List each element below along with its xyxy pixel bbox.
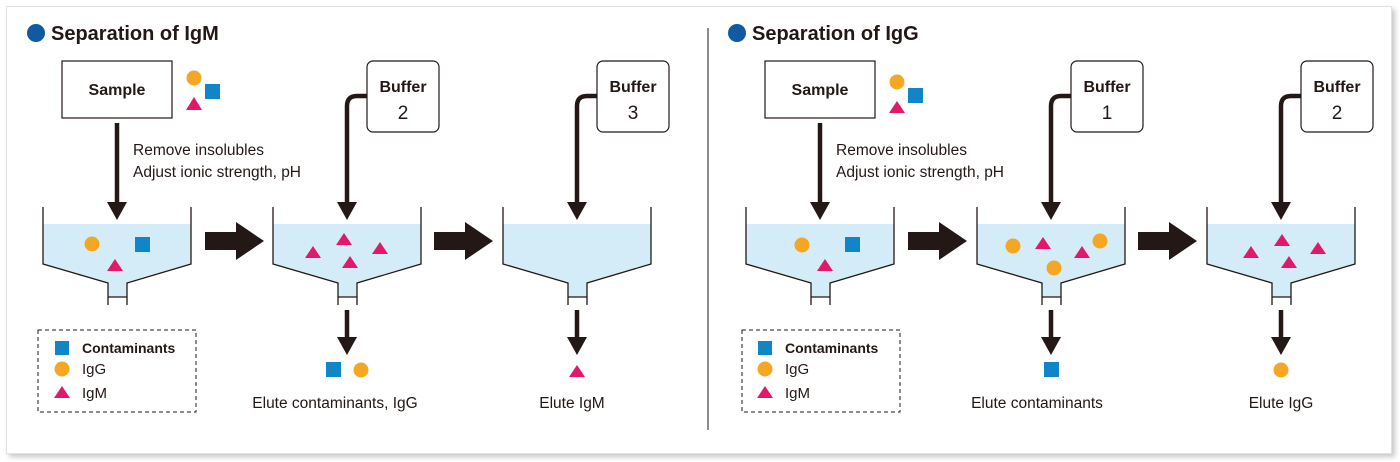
prep-text-2: Adjust ionic strength, pH [133,164,301,181]
elute-label: Elute IgG [1249,395,1314,412]
igm-icon [1310,242,1326,254]
buffer-label: Buffer [609,79,656,96]
elute-label: Elute IgM [539,395,604,412]
igm-icon [54,386,70,398]
igm-icon [817,259,833,271]
igg-icon [1273,362,1289,378]
igm-icon [1074,246,1090,258]
igm-icon [757,386,773,398]
igg-icon [54,361,70,377]
elute-label: Elute contaminants, IgG [252,395,417,412]
contaminant-icon [908,88,923,103]
igm-icon [305,246,321,258]
buffer-number: 3 [628,103,639,124]
igm-icon [372,242,388,254]
igg-icon [1092,233,1108,249]
column [502,207,652,305]
column [42,207,192,305]
arrow-head [1271,337,1291,355]
igm-icon [889,101,905,113]
sample-label: Sample [792,82,849,99]
buffer-number: 2 [1332,103,1343,124]
contaminant-icon [1044,362,1059,377]
legend: Contaminants IgG IgM [37,329,197,413]
panel-title: Separation of IgG [752,23,919,45]
contaminant-icon [758,341,772,355]
step-arrow [205,222,264,260]
igg-icon [1046,260,1062,276]
column [976,207,1126,305]
legend: Contaminants IgG IgM [741,329,901,413]
igm-icon [1281,256,1297,268]
legend-igg: IgG [82,361,106,378]
arrow-head [1271,202,1291,220]
sample-box [61,60,173,119]
sample-box [764,60,876,119]
igm-icon [342,256,358,268]
arrow-head [107,202,127,220]
igm-icon [1274,234,1290,246]
panel-title: Separation of IgM [51,23,219,45]
buffer-arrow-line [344,93,367,204]
buffer-arrow-line [1278,93,1301,204]
buffer-number: 1 [1102,103,1113,124]
step-arrow [1138,222,1197,260]
prep-text-1: Remove insolubles [133,142,264,159]
column [745,207,895,305]
prep-text-2: Adjust ionic strength, pH [836,164,1004,181]
igm-icon [336,233,352,245]
step-arrow [434,222,493,260]
igg-icon [757,361,773,377]
igg-icon [1005,238,1021,254]
buffer-label: Buffer [1083,79,1130,96]
igm-icon [1035,237,1051,249]
buffer-label: Buffer [1313,79,1360,96]
arrow-head [337,337,357,355]
legend-contaminants: Contaminants [785,340,879,356]
igg-icon [353,362,369,378]
prep-text-1: Remove insolubles [836,142,967,159]
igm-icon [107,259,123,271]
contaminant-icon [135,237,150,252]
column [1206,207,1356,305]
panel-igg: Separation of IgG Sample Remove insolubl… [728,23,1374,413]
arrow-head [810,202,830,220]
buffer-arrow-line [574,93,597,204]
contaminant-icon [55,341,69,355]
step-arrow [908,222,967,260]
arrow-head [567,337,587,355]
legend-contaminants: Contaminants [82,340,176,356]
igg-icon [186,70,202,86]
arrow-head [337,202,357,220]
contaminant-icon [845,237,860,252]
igg-icon [889,74,905,90]
igm-icon [1243,246,1259,258]
bullet-icon [27,24,45,42]
arrow-head [1041,202,1061,220]
igm-icon [186,97,202,110]
panel-igm: Separation of IgM Sample Remove insolubl… [27,23,670,413]
igg-icon [84,236,100,252]
buffer-number: 2 [398,103,409,124]
igg-icon [794,237,810,253]
column [272,207,422,305]
legend-igm: IgM [82,385,107,402]
igm-icon [569,365,585,377]
legend-igm: IgM [785,385,810,402]
bullet-icon [728,24,746,42]
arrow-head [567,202,587,220]
buffer-label: Buffer [379,79,426,96]
contaminant-icon [326,362,341,377]
sample-label: Sample [89,82,146,99]
arrow-head [1041,337,1061,355]
buffer-arrow-line [1048,93,1071,204]
elute-label: Elute contaminants [971,395,1103,412]
legend-igg: IgG [785,361,809,378]
contaminant-icon [205,84,220,99]
